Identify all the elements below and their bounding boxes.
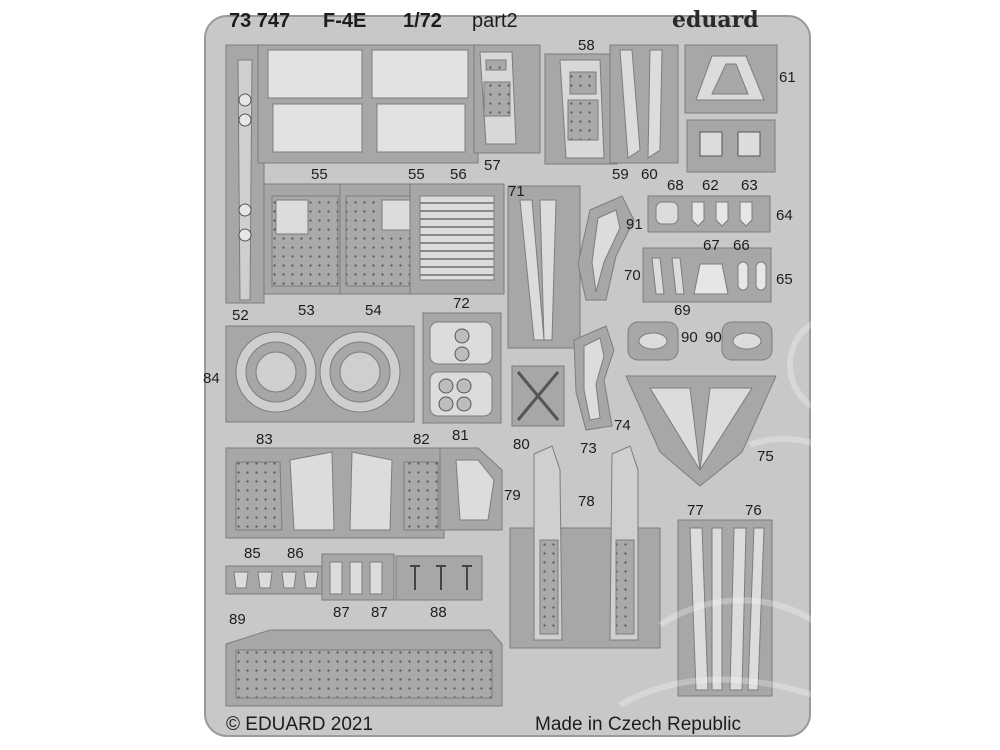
copyright-text: © EDUARD 2021 bbox=[226, 714, 374, 735]
part-number-56: 56 bbox=[450, 166, 467, 183]
part-57 bbox=[473, 44, 541, 154]
part-53 bbox=[263, 183, 349, 295]
part-number-54: 54 bbox=[365, 302, 382, 319]
part-number-87a: 87 bbox=[333, 604, 350, 621]
part-number-70: 70 bbox=[624, 267, 641, 284]
part-number-67: 67 bbox=[703, 237, 720, 254]
part-number-71: 71 bbox=[508, 183, 525, 200]
part-number-80: 80 bbox=[513, 436, 530, 453]
part-80 bbox=[511, 365, 565, 427]
part-number-53: 53 bbox=[298, 302, 315, 319]
part-number-55a: 55 bbox=[311, 166, 328, 183]
part-number-78: 78 bbox=[578, 493, 595, 510]
part-number-75: 75 bbox=[757, 448, 774, 465]
part-number-52: 52 bbox=[232, 307, 249, 324]
part-number-77: 77 bbox=[687, 502, 704, 519]
part-label: part2 bbox=[472, 10, 518, 32]
part-73-74 bbox=[573, 325, 615, 431]
origin-text: Made in Czech Republic bbox=[535, 714, 741, 735]
part-number-72: 72 bbox=[453, 295, 470, 312]
part-number-60: 60 bbox=[641, 166, 658, 183]
part-number-84: 84 bbox=[203, 370, 220, 387]
part-59-60 bbox=[609, 44, 679, 164]
part-91-70 bbox=[577, 195, 635, 301]
part-84 bbox=[225, 325, 415, 423]
part-number-65: 65 bbox=[776, 271, 793, 288]
part-number-73: 73 bbox=[580, 440, 597, 457]
set-number: 73 747 bbox=[229, 10, 291, 32]
part-number-85: 85 bbox=[244, 545, 261, 562]
part-number-62: 62 bbox=[702, 177, 719, 194]
part-56 bbox=[409, 183, 505, 295]
part-number-59: 59 bbox=[612, 166, 629, 183]
part-89 bbox=[225, 629, 503, 707]
part-number-79: 79 bbox=[504, 487, 521, 504]
part-number-69: 69 bbox=[674, 302, 691, 319]
part-number-57: 57 bbox=[484, 157, 501, 174]
part-number-90a: 90 bbox=[681, 329, 698, 346]
part-number-68: 68 bbox=[667, 177, 684, 194]
scale-label: 1/72 bbox=[403, 10, 442, 32]
part-72 bbox=[422, 312, 502, 424]
part-75 bbox=[625, 375, 777, 487]
part-78 bbox=[509, 445, 661, 649]
part-88 bbox=[395, 555, 483, 601]
part-number-91: 91 bbox=[626, 216, 643, 233]
part-number-88: 88 bbox=[430, 604, 447, 621]
part-number-74: 74 bbox=[614, 417, 631, 434]
part-number-58: 58 bbox=[578, 37, 595, 54]
part-number-64: 64 bbox=[776, 207, 793, 224]
part-number-81: 81 bbox=[452, 427, 469, 444]
part-number-87b: 87 bbox=[371, 604, 388, 621]
part-58 bbox=[544, 53, 618, 165]
part-85-86 bbox=[225, 565, 323, 595]
part-83-82 bbox=[225, 447, 445, 539]
part-number-63: 63 bbox=[741, 177, 758, 194]
part-62-63 bbox=[686, 119, 776, 173]
part-number-61: 61 bbox=[779, 69, 796, 86]
part-number-76: 76 bbox=[745, 502, 762, 519]
watermark bbox=[618, 312, 907, 718]
part-number-90b: 90 bbox=[705, 329, 722, 346]
part-number-83: 83 bbox=[256, 431, 273, 448]
eduard-logo: eduard bbox=[672, 7, 759, 33]
part-87 bbox=[321, 553, 395, 601]
aircraft-name: F-4E bbox=[323, 10, 367, 32]
part-number-66: 66 bbox=[733, 237, 750, 254]
part-77-76 bbox=[677, 519, 773, 697]
part-71 bbox=[507, 185, 581, 349]
part-79-81 bbox=[439, 447, 503, 531]
part-55 bbox=[257, 44, 479, 164]
part-61 bbox=[684, 44, 778, 114]
part-number-86: 86 bbox=[287, 545, 304, 562]
part-64-68 bbox=[647, 195, 771, 233]
part-number-55b: 55 bbox=[408, 166, 425, 183]
part-number-82: 82 bbox=[413, 431, 430, 448]
part-number-89: 89 bbox=[229, 611, 246, 628]
part-90 bbox=[627, 321, 773, 361]
part-65-69 bbox=[642, 247, 772, 303]
